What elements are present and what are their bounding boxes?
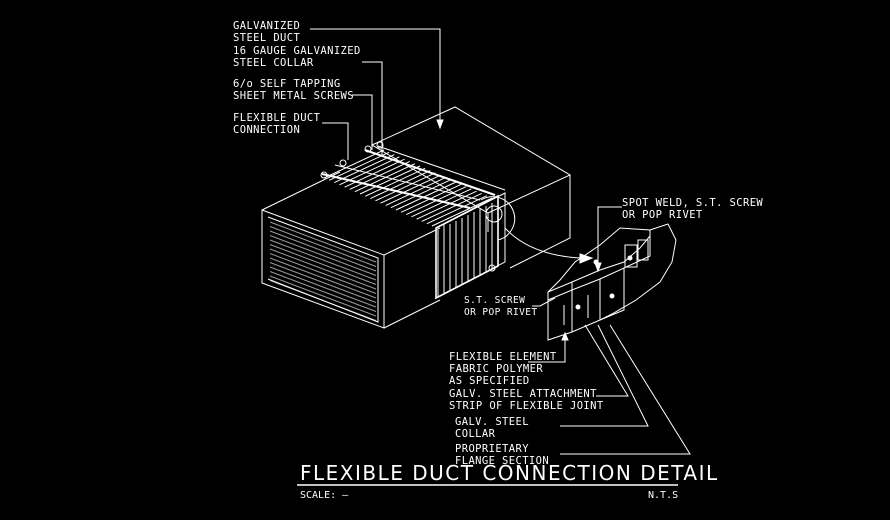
interior-line [269, 221, 377, 263]
label-line: 16 GAUGE GALVANIZED [233, 45, 361, 57]
label-attachment-strip: GALV. STEEL ATTACHMENT STRIP OF FLEXIBLE… [449, 388, 604, 412]
label-gauge-collar: 16 GAUGE GALVANIZED STEEL COLLAR [233, 45, 361, 69]
pleat-line [431, 197, 493, 227]
nts-label: N.T.S [648, 490, 679, 501]
pleat-line [395, 181, 457, 211]
interior-line [269, 253, 377, 294]
label-line: OR POP RIVET [622, 209, 703, 221]
label-flexible-element: FLEXIBLE ELEMENT FABRIC POLYMER AS SPECI… [449, 351, 557, 387]
pleat-line [334, 154, 395, 184]
label-line: OR POP RIVET [464, 307, 538, 318]
label-flexible-duct-connection: FLEXIBLE DUCT CONNECTION [233, 112, 320, 136]
interior-line [269, 226, 377, 267]
label-line: FLEXIBLE ELEMENT [449, 351, 557, 363]
pleat-line [375, 172, 436, 202]
label-line: S.T. SCREW [464, 295, 526, 306]
label-line: SPOT WELD, S.T. SCREW [622, 197, 764, 209]
interior-line [269, 230, 377, 272]
pleat-line [364, 167, 426, 197]
interior-line [269, 266, 377, 308]
label-line: 6/o SELF TAPPING [233, 78, 341, 90]
label-line: STEEL COLLAR [233, 57, 314, 69]
label-galvanized-steel-duct: GALVANIZED STEEL DUCT [233, 20, 300, 44]
label-line: GALVANIZED [233, 20, 301, 32]
interior-line [269, 271, 377, 312]
label-line: CONNECTION [233, 124, 301, 136]
interior-line [269, 239, 377, 281]
interior-line [269, 235, 377, 276]
pleat-line [390, 179, 452, 209]
label-line: STRIP OF FLEXIBLE JOINT [449, 400, 604, 412]
pleat-line [328, 151, 390, 181]
pleat-line [323, 149, 385, 179]
pleat-line [380, 174, 441, 204]
pleat-line [354, 163, 416, 193]
detail-callout [480, 196, 594, 264]
pleat-line [411, 188, 472, 218]
drawing-title: FLEXIBLE DUCT CONNECTION DETAIL [300, 461, 719, 485]
label-line: FLANGE SECTION [455, 455, 550, 467]
label-line: FABRIC POLYMER [449, 363, 544, 375]
pleat-line [416, 190, 477, 220]
label-line: COLLAR [455, 428, 496, 440]
interior-line [269, 262, 377, 303]
pleat-line [370, 170, 431, 200]
label-st-screw: S.T. SCREW OR POP RIVET [464, 295, 537, 319]
label-spot-weld: SPOT WELD, S.T. SCREW OR POP RIVET [622, 197, 763, 221]
interior-line [269, 280, 377, 321]
label-line: STEEL DUCT [233, 32, 301, 44]
pleat-line [359, 165, 421, 195]
label-line: AS SPECIFIED [449, 375, 530, 387]
collar-frame [320, 141, 506, 300]
interior-line [269, 244, 377, 285]
label-line: PROPRIETARY [455, 443, 529, 455]
label-line: GALV. STEEL [455, 416, 529, 428]
pleat-line [426, 195, 488, 225]
label-flange-section: PROPRIETARY FLANGE SECTION [455, 443, 549, 467]
label-galv-steel-collar: GALV. STEEL COLLAR [455, 416, 529, 440]
label-line: GALV. STEEL ATTACHMENT [449, 388, 597, 400]
interior-line [269, 275, 377, 317]
flexible-connection-pleats [269, 149, 493, 321]
leader-lines [310, 28, 691, 455]
label-screws: 6/o SELF TAPPING SHEET METAL SCREWS [233, 78, 354, 102]
pleat-line [385, 176, 446, 206]
label-line: FLEXIBLE DUCT [233, 112, 321, 124]
enlarged-detail [547, 223, 677, 341]
interior-line [269, 257, 377, 299]
label-line: SHEET METAL SCREWS [233, 90, 354, 102]
interior-line [269, 248, 377, 290]
scale-label: SCALE: – [300, 490, 349, 501]
